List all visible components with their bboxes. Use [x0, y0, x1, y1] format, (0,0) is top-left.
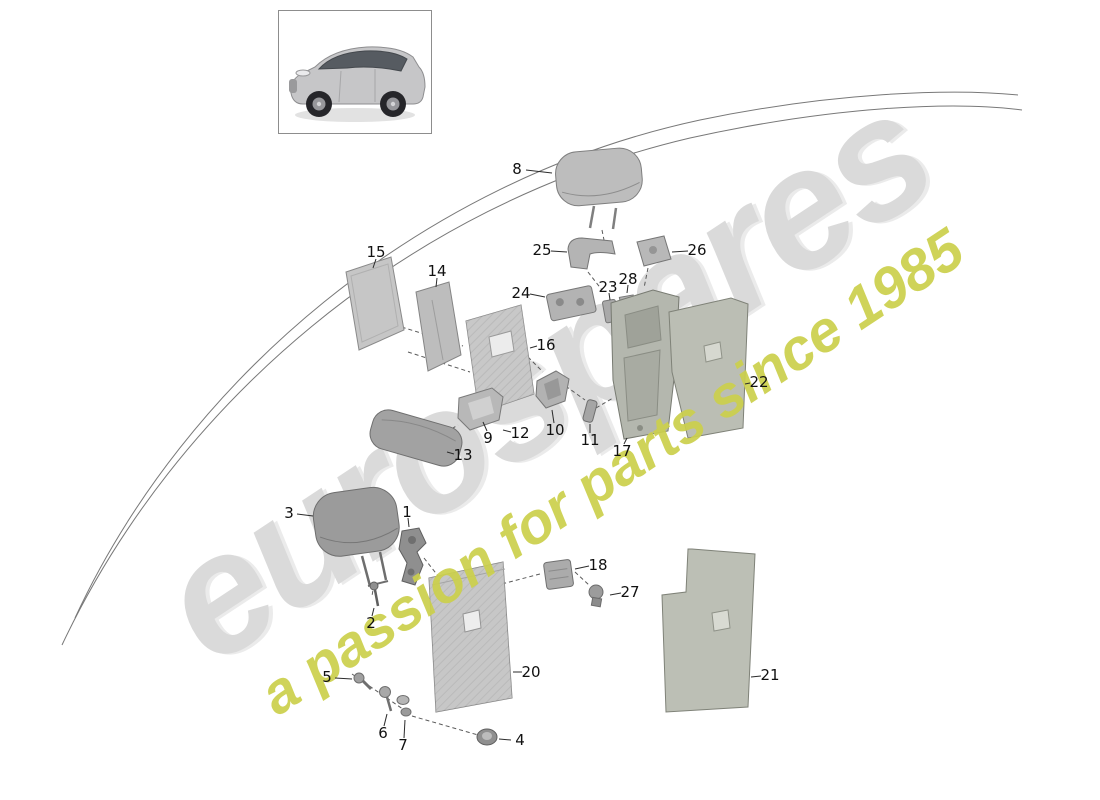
part-label-18[interactable]: 18	[588, 556, 607, 574]
part-label-8[interactable]: 8	[512, 160, 522, 178]
part-label-27[interactable]: 27	[620, 583, 639, 601]
part-16-backrest-panel	[465, 304, 535, 414]
part-7-washer	[396, 695, 412, 717]
part-label-22[interactable]: 22	[749, 373, 768, 391]
part-11-pin	[582, 399, 598, 423]
part-label-6[interactable]: 6	[378, 724, 388, 742]
part-25-bracket	[567, 237, 616, 270]
part-1-latch-mechanism	[398, 527, 427, 586]
leader-line-1	[407, 517, 410, 528]
part-10-hinge-bracket	[535, 370, 570, 409]
part-label-20[interactable]: 20	[521, 663, 540, 681]
part-label-26[interactable]: 26	[687, 241, 706, 259]
leader-line-27	[609, 592, 622, 596]
part-label-1[interactable]: 1	[402, 503, 412, 521]
leader-line-8	[525, 169, 553, 174]
part-label-24[interactable]: 24	[511, 284, 530, 302]
leader-line-22	[744, 382, 751, 385]
part-23-guide	[602, 298, 620, 324]
leader-line-15	[372, 258, 377, 269]
leader-line-7	[403, 719, 406, 739]
part-label-16[interactable]: 16	[536, 336, 555, 354]
part-label-3[interactable]: 3	[284, 504, 294, 522]
watermark-brand: eurospares	[127, 56, 963, 700]
leader-line-2	[371, 607, 375, 617]
leader-line-28	[626, 284, 629, 294]
part-13-bolster-pad	[369, 409, 463, 467]
vehicle-thumbnail	[278, 10, 432, 134]
part-21-backrest-panel-right	[661, 548, 756, 713]
watermark-tagline: a passion for parts since 1985	[248, 216, 976, 728]
part-label-7[interactable]: 7	[398, 736, 408, 754]
part-3-headrest-lower	[312, 486, 400, 587]
part-26-plate	[636, 235, 672, 267]
assembly-axes	[351, 229, 649, 736]
leader-line-21	[750, 675, 762, 678]
part-label-23[interactable]: 23	[598, 278, 617, 296]
leader-line-24	[529, 293, 546, 298]
part-22-rear-panel	[668, 297, 749, 439]
part-label-10[interactable]: 10	[545, 421, 564, 439]
part-20-backrest-panel-left	[428, 561, 513, 713]
part-label-17[interactable]: 17	[612, 442, 631, 460]
part-15-trim-panel	[345, 256, 405, 351]
part-14-trim-panel	[415, 281, 462, 372]
part-label-11[interactable]: 11	[580, 431, 599, 449]
part-label-14[interactable]: 14	[427, 262, 446, 280]
swoosh-curve	[61, 105, 1023, 646]
part-label-9[interactable]: 9	[483, 429, 493, 447]
part-label-21[interactable]: 21	[760, 666, 779, 684]
leader-line-4	[498, 738, 512, 741]
part-12-bracket	[457, 387, 504, 431]
part-5-push-rivet	[353, 672, 373, 691]
part-4-grommet	[476, 728, 498, 746]
leader-line-16	[529, 345, 538, 349]
part-label-2[interactable]: 2	[366, 614, 376, 632]
leader-line-5	[334, 677, 353, 680]
part-2-screw	[369, 581, 380, 607]
leader-line-14	[435, 277, 438, 288]
leader-line-3	[296, 513, 314, 517]
leader-line-9	[482, 421, 488, 432]
part-8-headrest-upper	[555, 147, 643, 230]
leader-line-17	[623, 437, 628, 445]
leader-line-26	[671, 250, 689, 253]
leader-line-13	[446, 451, 455, 455]
leader-line-25	[550, 250, 568, 253]
part-24-mount-bracket	[546, 285, 597, 322]
part-6-screw	[379, 686, 393, 712]
part-label-4[interactable]: 4	[515, 731, 525, 749]
part-label-25[interactable]: 25	[532, 241, 551, 259]
leader-line-18	[574, 565, 590, 570]
part-28-clip	[618, 294, 636, 319]
leader-line-23	[608, 292, 611, 301]
part-label-15[interactable]: 15	[366, 243, 385, 261]
leader-line-6	[383, 713, 388, 727]
vehicle-icon	[289, 46, 426, 122]
part-label-13[interactable]: 13	[453, 446, 472, 464]
part-17-backrest-frame	[610, 289, 680, 440]
part-27-bushing	[588, 584, 604, 608]
part-label-5[interactable]: 5	[322, 668, 332, 686]
leader-line-12	[502, 429, 512, 433]
swoosh-curve	[74, 91, 1019, 619]
leader-line-10	[551, 409, 555, 424]
part-label-28[interactable]: 28	[618, 270, 637, 288]
part-18-lock-housing	[543, 559, 574, 590]
part-label-12[interactable]: 12	[510, 424, 529, 442]
